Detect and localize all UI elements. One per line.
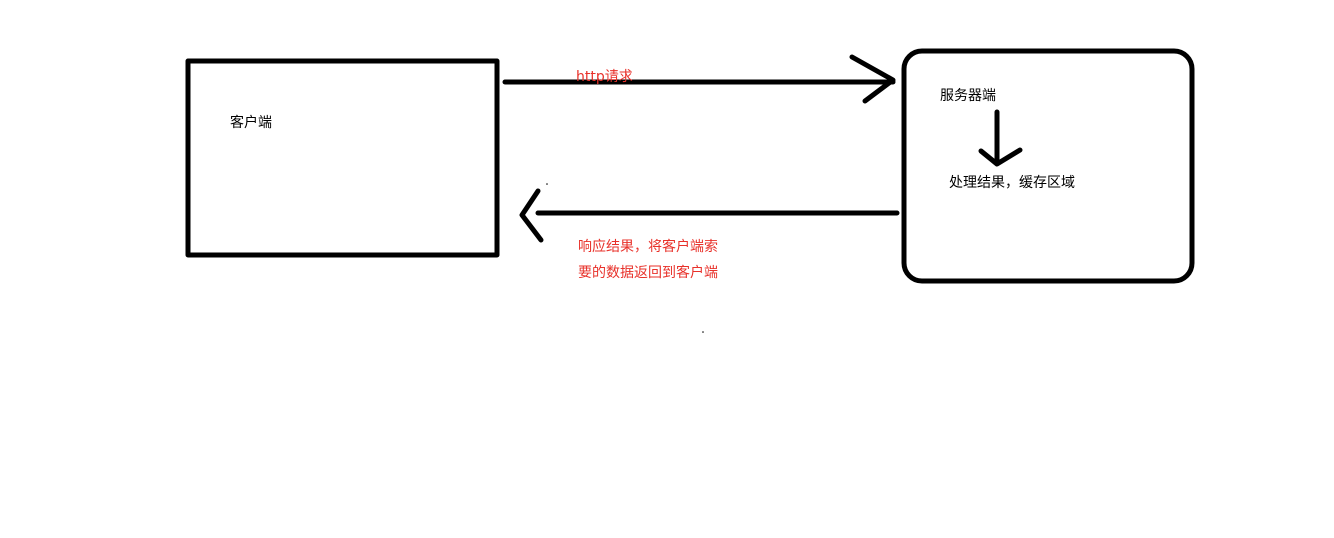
- client-box: [185, 58, 500, 258]
- request-arrow: http请求: [502, 54, 896, 104]
- server-node: 服务器端 处理结果，缓存区域: [901, 48, 1195, 284]
- internal-down-arrow: [978, 109, 1023, 167]
- response-arrow-label-line2: 要的数据返回到客户端: [578, 264, 718, 281]
- server-label: 服务器端: [940, 88, 996, 104]
- client-label: 客户端: [230, 114, 272, 131]
- server-box: [901, 48, 1195, 284]
- stray-dot: [702, 331, 704, 333]
- response-arrow: 响应结果，将客户端索 要的数据返回到客户端: [519, 188, 900, 281]
- request-arrow-label: http请求: [576, 69, 633, 85]
- stray-dot: [546, 183, 548, 185]
- client-node: 客户端: [185, 58, 500, 258]
- server-process-label: 处理结果，缓存区域: [949, 175, 1075, 191]
- response-arrow-label-line1: 响应结果，将客户端索: [578, 238, 718, 255]
